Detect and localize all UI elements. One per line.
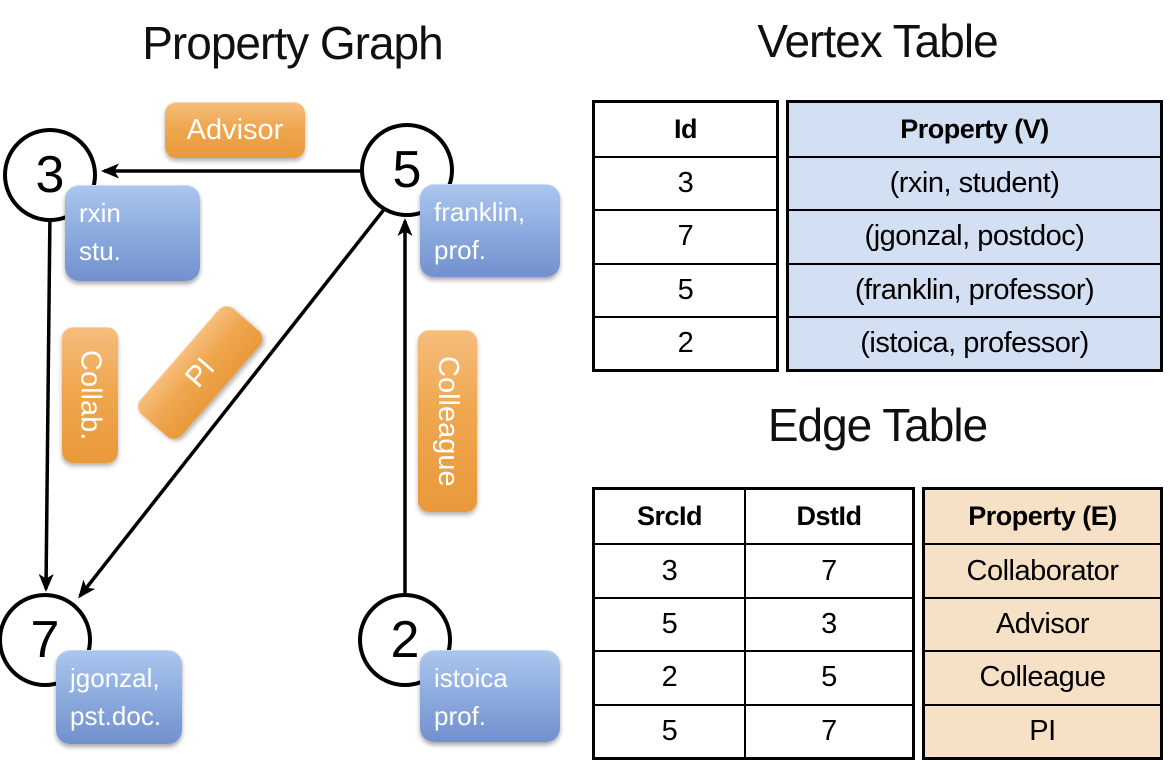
vertex-property-line: stu. bbox=[79, 235, 121, 266]
edge-label-collab: Collab. bbox=[62, 327, 118, 463]
vertex-property-line: rxin bbox=[79, 198, 121, 228]
node-id-label: 3 bbox=[35, 146, 65, 204]
vertex-property-box-5: franklin, prof. bbox=[420, 184, 560, 277]
edge-label-text: Advisor bbox=[186, 114, 284, 146]
edge-collab-line bbox=[38, 209, 54, 592]
vertex-table-title: Vertex Table bbox=[757, 15, 998, 67]
table-cell: 5 bbox=[595, 262, 776, 316]
table-cell: 7 bbox=[595, 209, 776, 262]
property-graph-title: Property Graph bbox=[142, 17, 443, 69]
table-cell: Advisor bbox=[925, 596, 1160, 650]
table-cell: 5 bbox=[595, 703, 744, 757]
node-id-label: 2 bbox=[390, 611, 420, 669]
vertex-property-box-2: istoica prof. bbox=[420, 650, 560, 742]
table-header-cell: Property (E) bbox=[968, 501, 1117, 532]
edge-label-pi: PI bbox=[133, 301, 267, 444]
table-cell: (rxin, student) bbox=[789, 156, 1160, 209]
vertex-property-line: jgonzal, bbox=[70, 663, 160, 693]
graph-node-3: 3 bbox=[3, 128, 97, 222]
property-graph-panel: Property Graph 3 5 7 2 rxin stu. frankli… bbox=[0, 17, 560, 744]
graph-node-5: 5 bbox=[360, 123, 454, 217]
table-header-cell: SrcId bbox=[636, 501, 703, 532]
node-id-label: 7 bbox=[30, 611, 60, 669]
table-cell: 2 bbox=[595, 315, 776, 369]
vertex-property-line: franklin, bbox=[434, 197, 526, 227]
node-id-label: 5 bbox=[392, 141, 422, 199]
edge-table-srcdst-columns: SrcId DstId 3 7 5 3 2 5 5 7 bbox=[592, 487, 915, 760]
vertex-property-box-7: jgonzal, pst.doc. bbox=[56, 650, 182, 744]
table-cell: 3 bbox=[744, 596, 912, 651]
table-cell: (jgonzal, postdoc) bbox=[789, 209, 1160, 262]
vertex-property-box-3: rxin stu. bbox=[65, 185, 200, 281]
edge-label-text: PI bbox=[178, 351, 222, 394]
table-cell: PI bbox=[925, 703, 1160, 757]
table-header-cell: Property (V) bbox=[900, 114, 1049, 145]
table-cell: 3 bbox=[595, 156, 776, 209]
table-cell: 7 bbox=[744, 543, 912, 597]
vertex-table-id-column: Id 3 7 5 2 bbox=[592, 100, 779, 372]
table-cell: 3 bbox=[595, 543, 744, 596]
table-header-cell: Id bbox=[674, 114, 698, 145]
edge-label-text: Collab. bbox=[74, 350, 107, 441]
table-cell: Collaborator bbox=[925, 543, 1160, 596]
edge-table-title: Edge Table bbox=[767, 399, 988, 451]
table-cell: (franklin, professor) bbox=[789, 262, 1160, 316]
table-cell: (istoica, professor) bbox=[789, 315, 1160, 369]
vertex-property-line: pst.doc. bbox=[70, 700, 162, 731]
table-cell: Colleague bbox=[925, 650, 1160, 703]
edge-label-colleague: Colleague bbox=[418, 330, 477, 512]
vertex-property-line: prof. bbox=[434, 700, 487, 731]
vertex-property-line: istoica bbox=[434, 663, 508, 693]
vertex-table-property-column: Property (V) (rxin, student) (jgonzal, p… bbox=[786, 100, 1163, 372]
table-cell: 5 bbox=[744, 650, 912, 704]
edge-label-text: Colleague bbox=[432, 356, 464, 487]
vertex-property-line: prof. bbox=[434, 234, 487, 265]
table-header-cell: DstId bbox=[744, 490, 912, 544]
edge-table-property-column: Property (E) Collaborator Advisor Collea… bbox=[922, 487, 1163, 760]
table-cell: 2 bbox=[595, 650, 744, 703]
table-cell: 5 bbox=[595, 596, 744, 650]
edge-label-advisor: Advisor bbox=[165, 102, 305, 158]
table-cell: 7 bbox=[744, 703, 912, 757]
